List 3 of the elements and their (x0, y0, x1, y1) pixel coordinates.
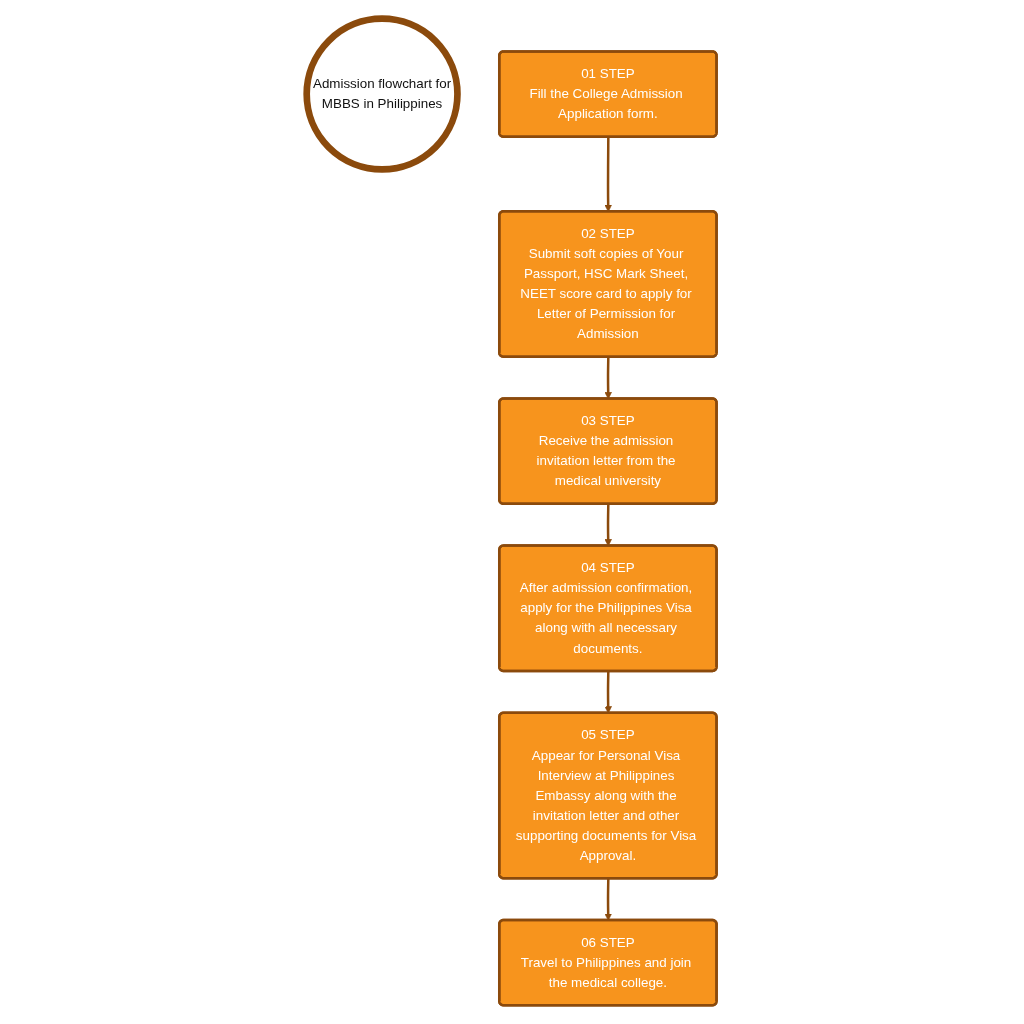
node-circle: Admission flowchart for MBBS in Philippines (303, 15, 462, 173)
arrow (604, 137, 613, 212)
arrow (604, 878, 613, 921)
